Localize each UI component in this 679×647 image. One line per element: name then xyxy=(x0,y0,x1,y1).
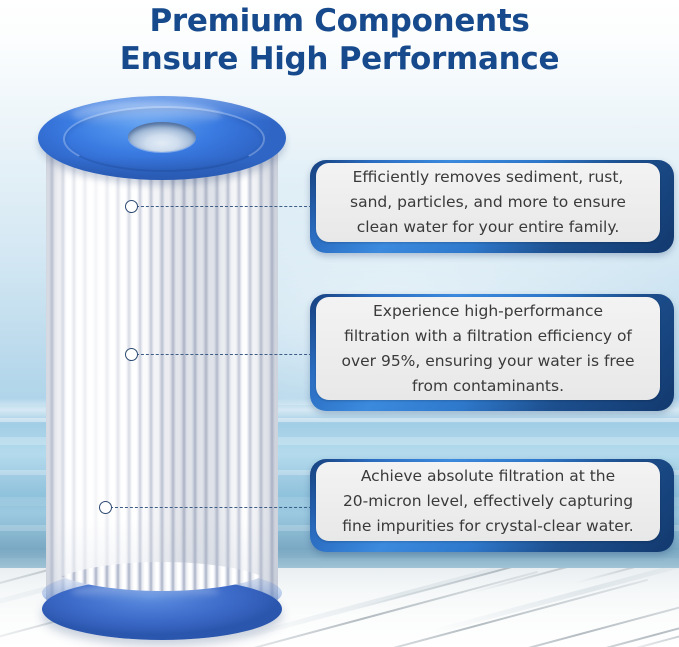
pleated-filter-body xyxy=(46,140,278,612)
connector-line-3 xyxy=(110,507,312,508)
callout-text: Achieve absolute filtration at the 20-mi… xyxy=(342,467,634,535)
connector-line-1 xyxy=(136,206,312,207)
ocean-wave-band xyxy=(0,548,679,558)
callout-panel: Efficiently removes sediment, rust, sand… xyxy=(316,163,660,242)
callout-marker-2 xyxy=(125,348,138,361)
connector-line-2 xyxy=(136,354,312,355)
callout-panel: Achieve absolute filtration at the 20-mi… xyxy=(316,462,660,541)
callout-text: Efficiently removes sediment, rust, sand… xyxy=(350,168,626,236)
deck-plank-line xyxy=(354,568,679,610)
ocean-wave-band xyxy=(0,437,679,445)
callout-sediment-removal[interactable]: Efficiently removes sediment, rust, sand… xyxy=(310,160,674,253)
callout-panel: Experience high-performance filtration w… xyxy=(316,297,660,400)
callout-filtration-efficiency[interactable]: Experience high-performance filtration w… xyxy=(310,294,674,411)
top-cap-center-hole xyxy=(128,122,196,152)
filter-body-shading xyxy=(46,140,278,612)
callout-micron-rating[interactable]: Achieve absolute filtration at the 20-mi… xyxy=(310,459,674,552)
callout-text: Experience high-performance filtration w… xyxy=(341,301,635,395)
callout-marker-3 xyxy=(99,501,112,514)
deck-plank-line xyxy=(519,597,679,647)
water-filter-cartridge xyxy=(36,92,288,640)
top-cap-inner-ring xyxy=(63,106,265,172)
callout-marker-1 xyxy=(125,200,138,213)
filter-body-shading xyxy=(46,140,278,612)
